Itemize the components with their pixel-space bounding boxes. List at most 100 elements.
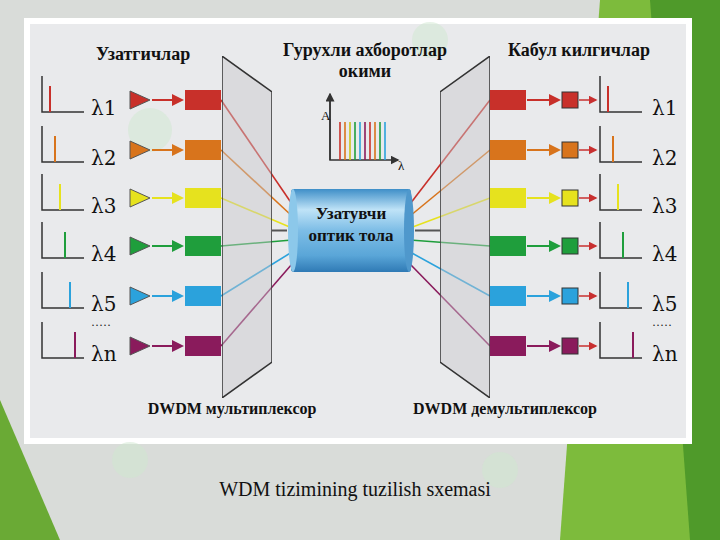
photodetector [562,92,578,108]
signal-arrow [527,99,559,101]
signal-arrow [152,245,182,247]
section-heading: Гурухли ахборотлар окими [270,40,460,81]
plot-axis [42,126,84,162]
spectral-line [74,332,76,358]
fiber-connection [415,230,440,232]
multiplexer-shape [222,56,272,398]
amplifier-symbol [130,141,150,159]
spectral-line [344,122,346,160]
signal-arrow [527,197,559,199]
spectral-line [349,122,351,160]
fiber-end [288,189,298,272]
signal-arrow [527,149,559,151]
wavelength-label: λ3 [91,194,116,218]
laser-source [185,140,221,160]
signal-arrow [527,295,559,297]
plot-axis [600,76,642,112]
receiver-input [490,286,526,306]
spectral-line [612,136,614,162]
plot-axis [600,272,642,308]
plot-axis [600,174,642,210]
spectral-line [354,122,356,160]
wavelength-label: λ2 [91,146,116,170]
amplifier-symbol [130,337,150,355]
laser-source [185,236,221,256]
section-heading: Узатгичлар [96,44,190,65]
wavelength-label: λ1 [652,96,677,120]
multiplexer-outline [222,56,272,398]
wavelength-label: λn [91,342,117,366]
wavelength-label: λ4 [91,242,116,266]
spectral-line [369,122,371,160]
photodetector [562,288,578,304]
spectral-line [69,282,71,308]
demultiplexer-shape [440,56,490,398]
spectral-line [632,332,634,358]
plot-axis [330,96,398,160]
spectral-line [339,122,341,160]
spectral-line [384,122,386,160]
plot-axis [42,76,84,112]
spectral-line [607,86,609,112]
signal-arrow [152,295,182,297]
wavelength-label: λ5 [91,292,116,316]
plot-axis [42,322,84,358]
signal-arrow [579,197,596,199]
optical-fiber: Узатувчи оптик тола [287,183,415,278]
photodetector [562,142,578,158]
photodetector [562,238,578,254]
photodetector [562,190,578,206]
signal-arrow [527,245,559,247]
ellipsis-mark: ····· [91,318,111,333]
signal-arrow [152,149,182,151]
signal-arrow [152,197,182,199]
wavelength-label: λ2 [652,146,677,170]
receiver-input [490,90,526,110]
fiber-connection [272,230,287,232]
signal-arrow [152,99,182,101]
wavelength-label: λ5 [652,292,677,316]
spectral-line [359,122,361,160]
wavelength-label: λ4 [652,242,677,266]
receiver-input [490,140,526,160]
spectral-line [49,86,51,112]
spectral-line [622,232,624,258]
demultiplexer-outline [440,56,490,398]
amplifier-symbol [130,237,150,255]
photodetector [562,338,578,354]
receiver-input [490,236,526,256]
signal-arrow [579,149,596,151]
laser-source [185,90,221,110]
section-heading: Кабул килгичлар [508,40,650,61]
spectral-line [54,136,56,162]
demultiplexer: DWDM демультиплексор [440,56,490,398]
receiver-input [490,188,526,208]
spectral-line [627,282,629,308]
spectral-line [64,232,66,258]
plot-axis [600,222,642,258]
wavelength-label: λ1 [91,96,116,120]
plot-axis [600,322,642,358]
plot-axis [42,272,84,308]
multiplexer: DWDM мультиплексор [222,56,272,398]
signal-arrow [579,295,596,297]
plot-axis [600,126,642,162]
amplifier-symbol [130,189,150,207]
signal-arrow [527,345,559,347]
spectral-line [379,122,381,160]
plot-axis [329,94,331,160]
axis-label: A [321,108,330,124]
wavelength-label: λ3 [652,194,677,218]
plot-axis [42,222,84,258]
spectral-line [364,122,366,160]
laser-source [185,336,221,356]
ellipsis-mark: ····· [652,318,672,333]
device-label: DWDM мультиплексор [148,400,317,418]
signal-arrow [152,345,182,347]
amplifier-symbol [130,91,150,109]
spectral-line [617,184,619,210]
fiber-end [404,189,414,272]
plot-axis [42,174,84,210]
device-label: DWDM демультиплексор [413,400,597,418]
